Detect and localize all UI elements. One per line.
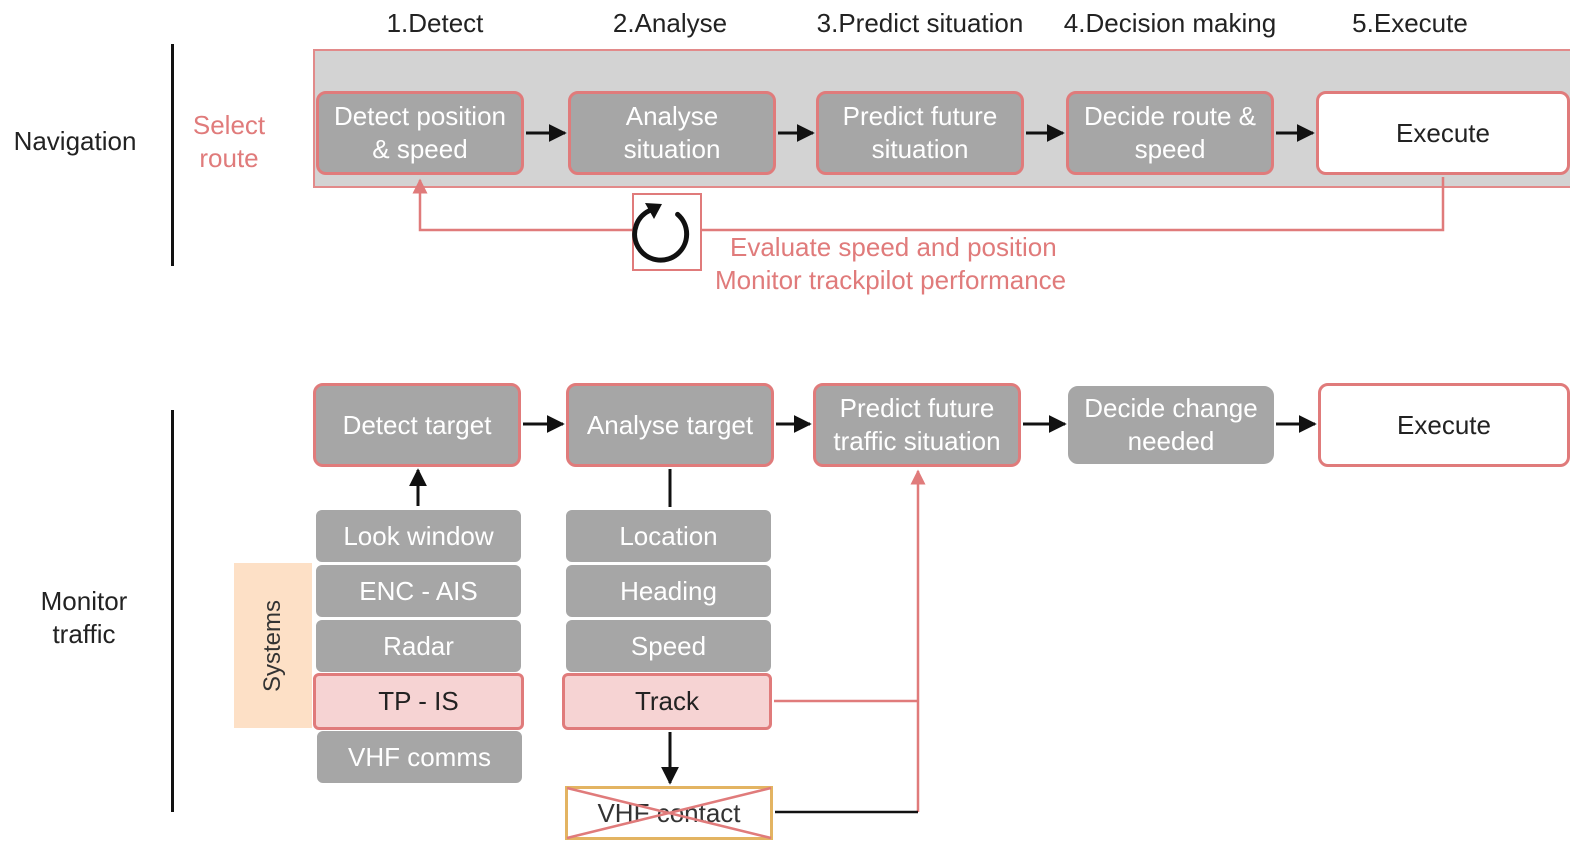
systems-label-text: Systems bbox=[259, 599, 286, 692]
phase-analyse-heading: 2.Analyse bbox=[612, 8, 728, 38]
feedback-monitor-text: Monitor trackpilot performance bbox=[715, 265, 1067, 295]
traffic-step-analyse-target: Analyse target bbox=[566, 383, 774, 467]
phase-predict-heading: 3.Predict situation bbox=[816, 8, 1024, 38]
traffic-step-decide: Decide change needed bbox=[1068, 386, 1274, 464]
traffic-step-detect-target: Detect target bbox=[313, 383, 521, 467]
system-radar: Radar bbox=[316, 620, 521, 672]
select-route-label: Select route bbox=[192, 110, 266, 173]
traffic-step-predict: Predict future traffic situation bbox=[813, 383, 1021, 467]
vhf-contact-text: VHF contact bbox=[597, 797, 741, 828]
monitor-traffic-label: Monitor traffic bbox=[40, 586, 128, 649]
phase-detect-heading: 1.Detect bbox=[386, 8, 484, 38]
loop-icon-frame bbox=[632, 193, 702, 271]
nav-step-decide: Decide route & speed bbox=[1066, 91, 1274, 175]
phase-decision-heading: 4.Decision making bbox=[1063, 8, 1277, 38]
traffic-step-execute: Execute bbox=[1318, 383, 1570, 467]
nav-step-predict: Predict future situation bbox=[816, 91, 1024, 175]
monitor-traffic-divider bbox=[171, 410, 174, 812]
system-look-window: Look window bbox=[316, 510, 521, 562]
phase-execute-heading: 5.Execute bbox=[1352, 8, 1468, 38]
navigation-divider bbox=[171, 44, 174, 266]
analysis-location: Location bbox=[566, 510, 771, 562]
nav-step-execute: Execute bbox=[1316, 91, 1570, 175]
feedback-evaluate-text: Evaluate speed and position bbox=[730, 232, 1057, 262]
system-tp-is: TP - IS bbox=[313, 673, 524, 730]
analysis-heading: Heading bbox=[566, 565, 771, 617]
vhf-contact-box: VHF contact bbox=[565, 786, 773, 840]
refresh-icon-head bbox=[645, 203, 662, 219]
analysis-track: Track bbox=[562, 673, 772, 730]
nav-step-detect: Detect position & speed bbox=[316, 91, 524, 175]
nav-step-analyse: Analyse situation bbox=[568, 91, 776, 175]
systems-group-label: Systems bbox=[234, 563, 312, 728]
analysis-speed: Speed bbox=[566, 620, 771, 672]
navigation-label: Navigation bbox=[13, 126, 137, 156]
system-enc-ais: ENC - AIS bbox=[316, 565, 521, 617]
refresh-icon bbox=[632, 207, 690, 263]
system-vhf-comms: VHF comms bbox=[317, 731, 522, 783]
